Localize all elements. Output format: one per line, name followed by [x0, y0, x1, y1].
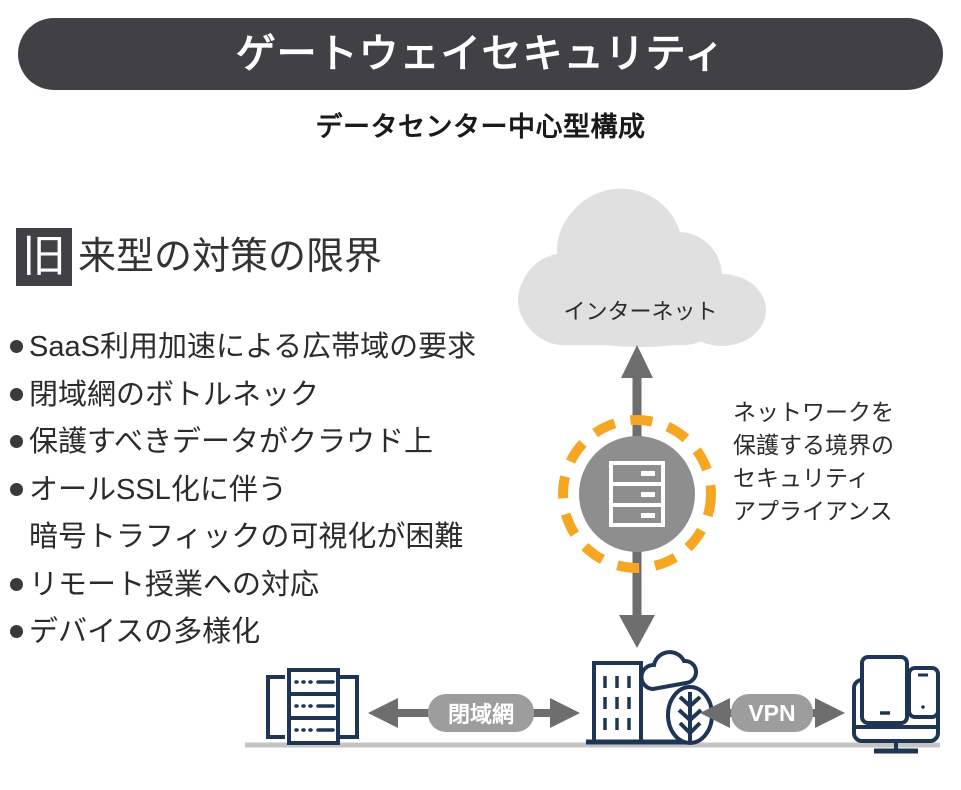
- list-item: 保護すべきデータがクラウド上: [10, 423, 550, 462]
- section-heading-label: 来型の対策の限界: [78, 236, 383, 278]
- vpn-pill: VPN: [731, 694, 813, 732]
- bullet-dot-icon: [10, 625, 23, 639]
- section-badge: 旧: [16, 228, 72, 286]
- list-item-label: オールSSL化に伴う: [29, 473, 287, 506]
- uplink-arrow-up: [621, 345, 653, 425]
- bullet-dot-icon: [10, 482, 23, 496]
- bullet-dot-icon: [10, 435, 23, 449]
- closed-network-pill: 閉域網: [428, 694, 534, 732]
- limitations-list: SaaS利用加速による広帯域の要求閉域網のボトルネック保護すべきデータがクラウド…: [10, 328, 550, 661]
- server-rack-icon: [266, 668, 359, 745]
- list-item-label: デバイスの多様化: [29, 616, 261, 649]
- page-subtitle: データセンター中心型構成: [315, 112, 646, 142]
- page-title: ゲートウェイセキュリティ: [235, 32, 726, 76]
- list-item: 閉域網のボトルネック: [10, 376, 550, 415]
- security-appliance-note: ネットワークを 保護する境界の セキュリティ アプライアンス: [733, 399, 894, 525]
- list-item-label: 暗号トラフィックの可視化が困難: [29, 521, 464, 554]
- building-cloud-icon: [639, 650, 699, 692]
- bullet-dot-icon: [10, 387, 23, 401]
- list-item: SaaS利用加速による広帯域の要求: [10, 328, 550, 367]
- list-item: オールSSL化に伴う: [10, 471, 550, 510]
- appliance-server-icon: [609, 461, 665, 527]
- office-building-icon: [586, 661, 686, 745]
- end-user-devices-icon: [852, 655, 940, 754]
- list-item-label: リモート授業への対応: [29, 568, 320, 601]
- list-item-label: 保護すべきデータがクラウド上: [29, 426, 433, 459]
- section-heading: 旧 来型の対策の限界: [16, 228, 382, 286]
- list-item: 暗号トラフィックの可視化が困難: [10, 518, 550, 557]
- security-appliance-circle: [579, 436, 695, 552]
- downlink-arrow-down: [619, 560, 655, 648]
- list-item-label: SaaS利用加速による広帯域の要求: [29, 331, 477, 363]
- list-item: リモート授業への対応: [10, 566, 550, 605]
- title-bar: ゲートウェイセキュリティ: [18, 18, 943, 90]
- list-item-label: 閉域網のボトルネック: [29, 378, 320, 411]
- bullet-dot-icon: [10, 340, 23, 353]
- perimeter-dashed-ring: [558, 415, 716, 573]
- bullet-dot-icon: [10, 577, 23, 591]
- internet-cloud-label: インターネット: [563, 299, 718, 324]
- list-item: デバイスの多様化: [10, 613, 550, 652]
- building-tree-icon: [665, 685, 715, 745]
